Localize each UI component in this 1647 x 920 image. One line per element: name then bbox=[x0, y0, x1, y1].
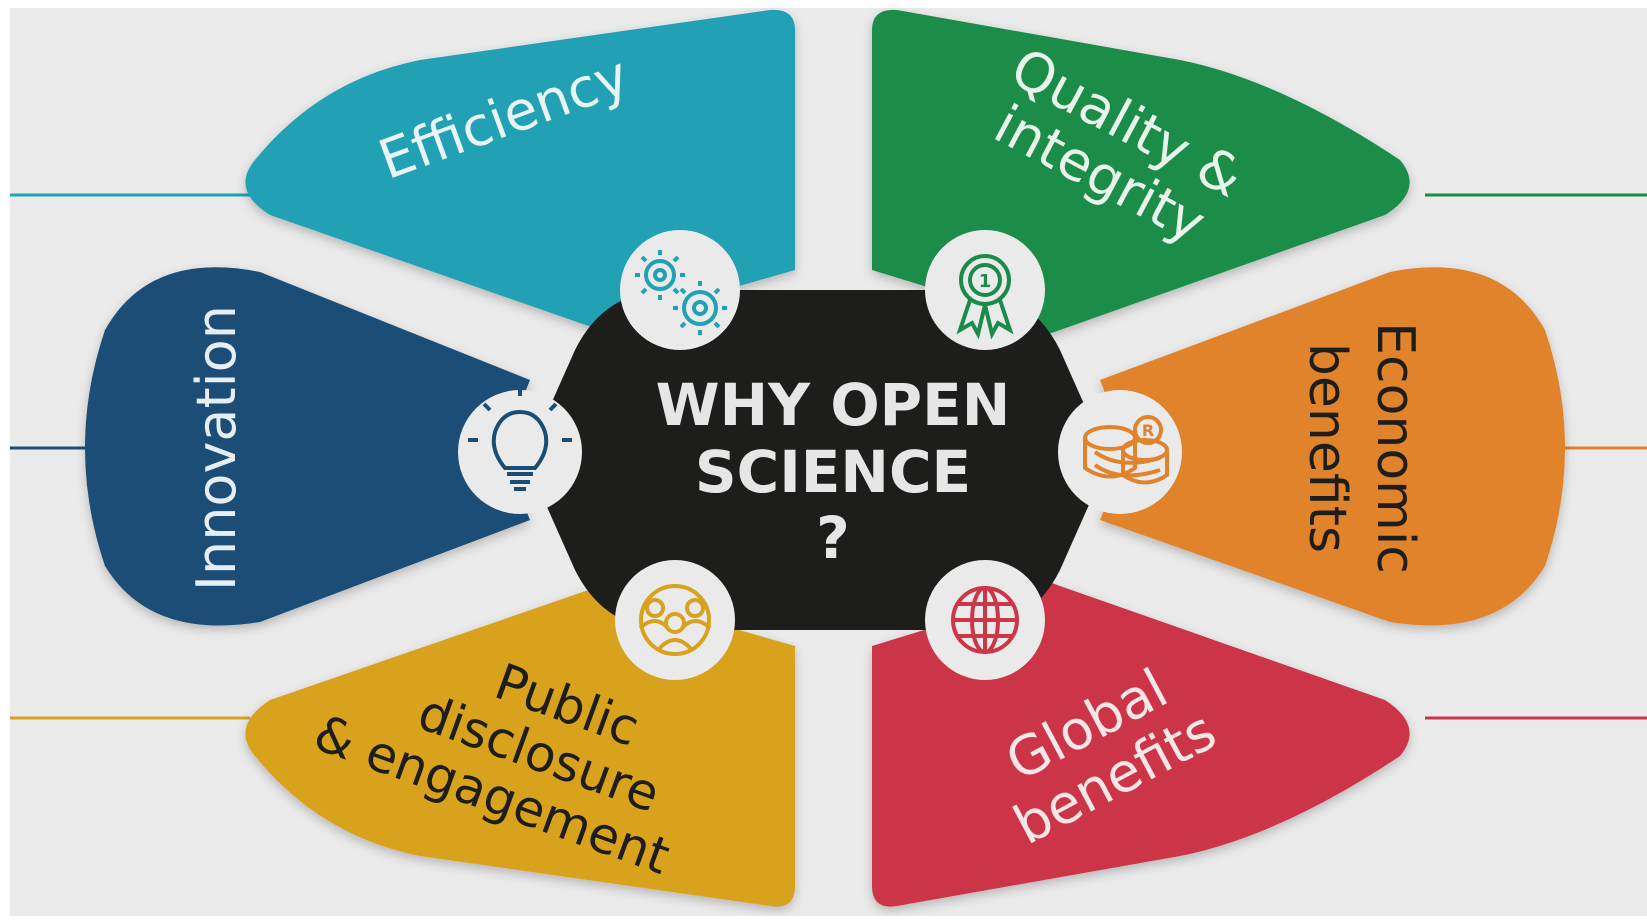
petals bbox=[85, 9, 1565, 907]
award-ribbon-icon: 1 bbox=[925, 230, 1045, 350]
center-title-line-1: WHY OPEN bbox=[656, 371, 1011, 439]
center-hub-shape bbox=[530, 290, 1105, 630]
connector-lines bbox=[10, 193, 1647, 720]
icon-badges: 1 R bbox=[458, 230, 1182, 680]
petal-innovation bbox=[85, 267, 530, 626]
center-title-line-3: ? bbox=[816, 504, 850, 572]
globe-icon bbox=[925, 560, 1045, 680]
svg-text:1: 1 bbox=[979, 271, 992, 292]
label-economic: Economic benefits bbox=[1297, 322, 1425, 574]
label-economic-line-1: Economic bbox=[1365, 322, 1425, 574]
petal-economic bbox=[1100, 267, 1565, 626]
coins-icon: R bbox=[1058, 390, 1182, 514]
people-icon bbox=[615, 560, 735, 680]
center-title: WHY OPEN SCIENCE ? bbox=[656, 371, 1011, 572]
svg-text:R: R bbox=[1142, 421, 1154, 440]
center-title-line-2: SCIENCE bbox=[695, 438, 971, 506]
lightbulb-icon bbox=[458, 388, 582, 514]
center-hub bbox=[530, 290, 1105, 630]
label-innovation: Innovation bbox=[185, 305, 248, 591]
label-economic-line-2: benefits bbox=[1297, 343, 1357, 553]
gears-icon bbox=[620, 230, 740, 350]
